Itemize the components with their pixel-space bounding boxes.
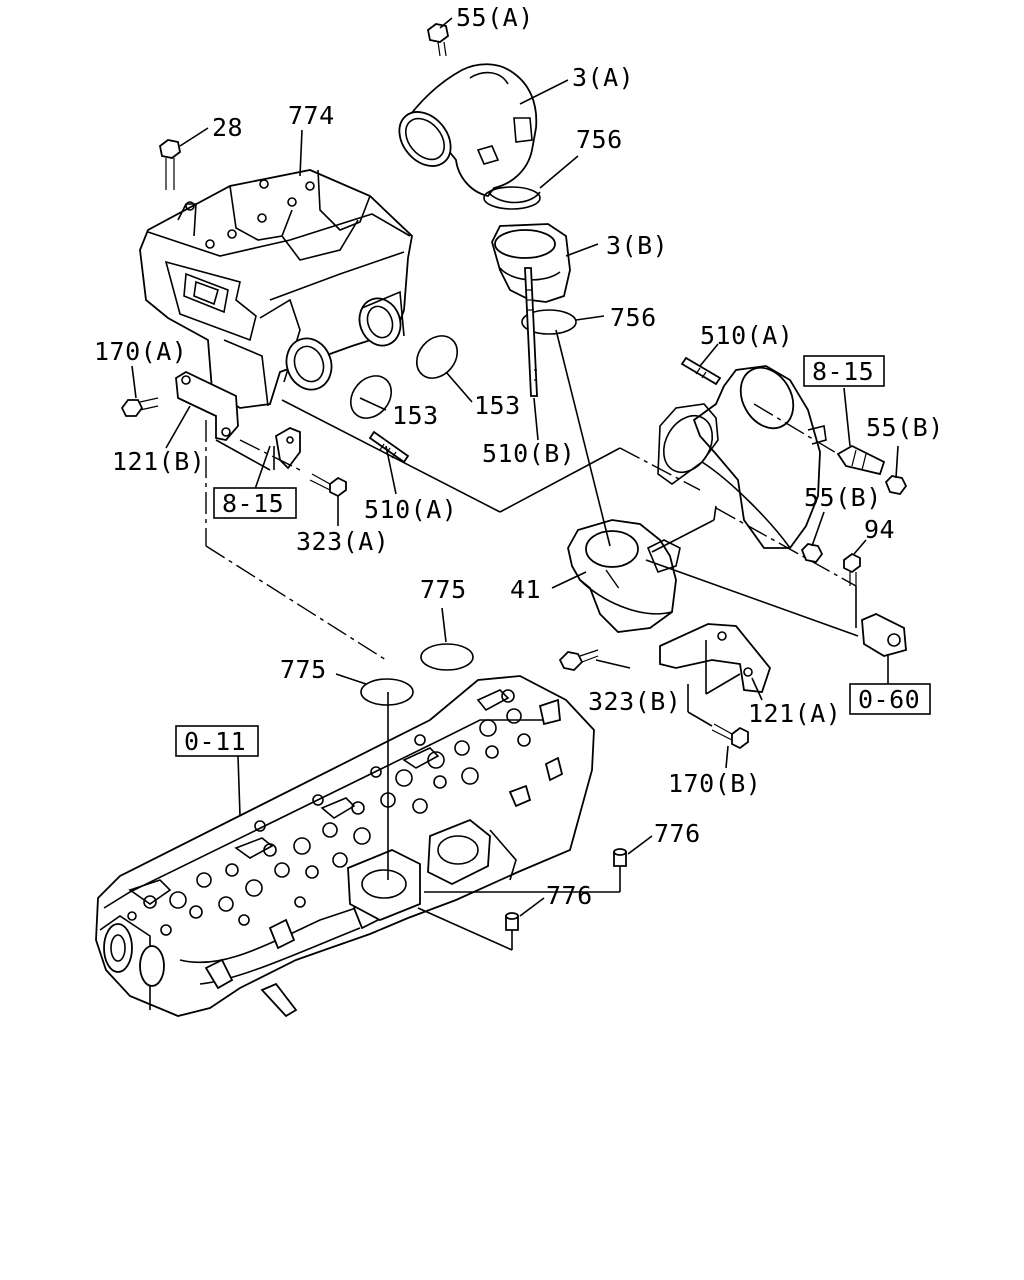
- label-55b-mid: 55(B): [804, 483, 882, 512]
- ref-box-0-11: [175, 725, 259, 757]
- bracket-stay: [275, 427, 301, 470]
- label-170b: 170(B): [668, 769, 761, 798]
- label-121b: 121(B): [112, 447, 205, 476]
- label-3b: 3(B): [606, 231, 668, 260]
- label-94: 94: [864, 515, 895, 544]
- oring-775-left: [360, 678, 414, 706]
- label-775-right: 775: [420, 575, 467, 604]
- label-55b-top: 55(B): [866, 413, 944, 442]
- label-153-right: 153: [474, 391, 521, 420]
- sensor-0-60: [861, 613, 907, 657]
- elbow-pipe-3a: [398, 63, 541, 204]
- bolt-323b: [558, 649, 599, 671]
- gasket-756-upper: [483, 186, 541, 210]
- label-510a-top: 510(A): [700, 321, 793, 350]
- bolt-323a: [309, 473, 347, 498]
- head-deck-holes: [127, 689, 531, 936]
- label-28: 28: [212, 113, 243, 142]
- ref-box-8-15-left: [213, 487, 297, 519]
- label-756-upper: 756: [576, 125, 623, 154]
- gasket-756-lower: [521, 309, 577, 335]
- phantom-lines: [205, 403, 857, 661]
- bolt-170a: [120, 397, 159, 417]
- label-510b: 510(B): [482, 439, 575, 468]
- bracket-121b: [175, 370, 239, 441]
- dowel-776-top: [613, 848, 627, 867]
- exhaust-elbow: [657, 365, 827, 549]
- label-121a: 121(A): [748, 699, 841, 728]
- label-756-lower: 756: [610, 303, 657, 332]
- label-510a-mid: 510(A): [364, 495, 457, 524]
- label-8-15-left: 8-15: [222, 489, 284, 518]
- bolt-94: [843, 552, 861, 586]
- dowel-776-bottom: [505, 912, 519, 931]
- ref-box-8-15-right: [803, 355, 885, 387]
- sensor-8-15: [836, 444, 886, 476]
- nut-55a: [427, 23, 449, 57]
- bracket-121a: [659, 623, 772, 693]
- label-153-left: 153: [392, 401, 439, 430]
- label-775-left: 775: [280, 655, 327, 684]
- cylinder-head: [95, 675, 595, 1018]
- stud-510b: [524, 267, 538, 397]
- label-55a: 55(A): [456, 3, 534, 32]
- bolt-170b: [711, 723, 749, 750]
- nut-55b-mid: [800, 543, 824, 563]
- assembly-lines: [215, 329, 859, 951]
- label-323a: 323(A): [296, 527, 389, 556]
- oring-775-right: [420, 643, 474, 671]
- label-323b: 323(B): [588, 687, 681, 716]
- label-8-15-right: 8-15: [812, 357, 874, 386]
- label-774: 774: [288, 101, 335, 130]
- label-0-11: 0-11: [184, 727, 246, 756]
- bolt-28: [159, 139, 181, 190]
- stud-510a-top: [680, 356, 722, 386]
- label-776-bottom: 776: [546, 881, 593, 910]
- gasket-153-b: [415, 335, 459, 379]
- nut-55b-top: [884, 475, 908, 495]
- label-776-top: 776: [654, 819, 701, 848]
- ref-box-0-60: [849, 683, 931, 715]
- label-3a: 3(A): [572, 63, 634, 92]
- label-0-60: 0-60: [858, 685, 920, 714]
- label-170a: 170(A): [94, 337, 187, 366]
- manifold-cover-774: [139, 169, 413, 409]
- label-41: 41: [510, 575, 541, 604]
- gasket-153-a: [349, 375, 393, 419]
- exhaust-pipe-41: [567, 519, 681, 633]
